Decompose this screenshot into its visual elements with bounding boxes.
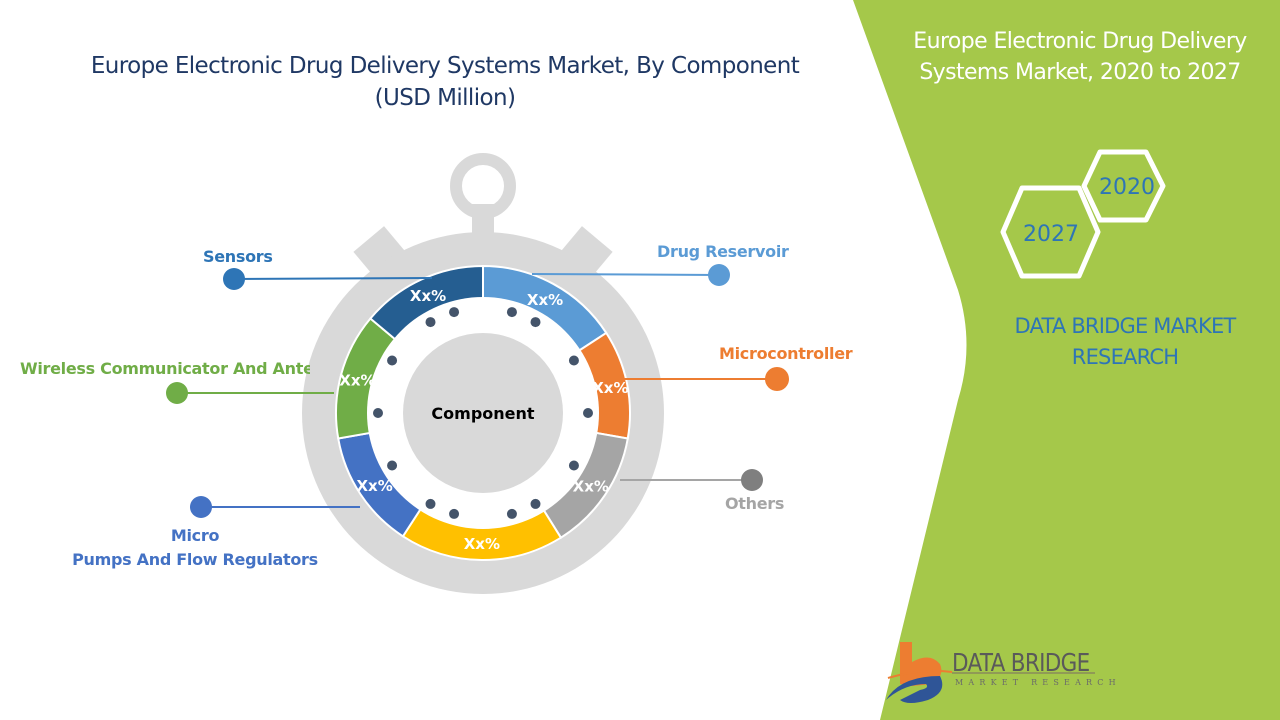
segment-value-label-1: Xx% [592, 379, 628, 397]
tick-dot [425, 317, 436, 328]
leader-drug-reservoir [531, 273, 720, 276]
tick-dot [449, 508, 460, 519]
tick-dot [506, 307, 517, 318]
tick-dot [506, 508, 517, 519]
side-title-line2: Systems Market, 2020 to 2027 [919, 60, 1241, 85]
label-drug-reservoir: Drug Reservoir [657, 242, 789, 261]
tick-dot [449, 307, 460, 318]
label-micro-line1: Micro [170, 526, 220, 545]
logo-name: DATA BRIDGE [952, 648, 1090, 677]
side-panel-shape [853, 0, 1280, 720]
tick-dot [387, 460, 398, 471]
segment-value-label-2: Xx% [573, 478, 609, 496]
label-sensors: Sensors [203, 247, 273, 266]
segment-value-label-5: Xx% [339, 371, 375, 389]
data-bridge-logo-icon [886, 642, 953, 703]
side-panel-title: Europe Electronic Drug Delivery Systems … [895, 26, 1265, 88]
segment-value-label-4: Xx% [356, 477, 392, 495]
year-2027: 2027 [1023, 222, 1079, 247]
side-title-line1: Europe Electronic Drug Delivery [913, 29, 1247, 54]
chart-title: Europe Electronic Drug Delivery Systems … [60, 50, 830, 114]
tick-dot [387, 355, 398, 366]
center-circle [403, 333, 563, 493]
label-micro-line2: Pumps And Flow Regulators [72, 550, 318, 569]
tick-dots [373, 307, 593, 519]
tick-dot [568, 460, 579, 471]
marker-microcontroller [765, 367, 789, 391]
marker-wireless [166, 382, 188, 404]
center-label: Component [431, 404, 534, 423]
marker-others [741, 469, 763, 491]
tick-dot [568, 355, 579, 366]
marker-sensors [223, 268, 245, 290]
label-others: Others [725, 494, 785, 513]
chart-title-main: Europe Electronic Drug Delivery Systems … [90, 53, 800, 79]
tick-dot [583, 408, 593, 418]
hexagon-2027 [1000, 185, 1101, 279]
marker-drug-reservoir [708, 264, 730, 286]
year-2020: 2020 [1099, 175, 1155, 200]
label-micro-pumps: Micro Pumps And Flow Regulators [60, 524, 330, 572]
tick-dot [373, 408, 383, 418]
leaders [166, 264, 789, 518]
hexagon-2020 [1081, 149, 1166, 223]
brand-line2: RESEARCH [1071, 345, 1179, 369]
leader-sensors [233, 277, 433, 280]
segment-value-label-6: Xx% [410, 287, 446, 305]
marker-micro-pumps [190, 496, 212, 518]
tick-dot [425, 498, 436, 509]
label-microcontroller: Microcontroller [719, 344, 853, 363]
segment-value-label-3: Xx% [464, 535, 500, 553]
label-wireless: Wireless Communicator And Anten [20, 359, 310, 378]
brand-line1: DATA BRIDGE MARKET [1014, 314, 1237, 338]
chart-subtitle: (USD Million) [374, 85, 516, 111]
tick-dot [530, 317, 541, 328]
segment-value-label-0: Xx% [527, 291, 563, 309]
logo-tagline: MARKET RESEARCH [955, 678, 1121, 687]
brand-name: DATA BRIDGE MARKET RESEARCH [980, 311, 1270, 373]
tick-dot [530, 498, 541, 509]
